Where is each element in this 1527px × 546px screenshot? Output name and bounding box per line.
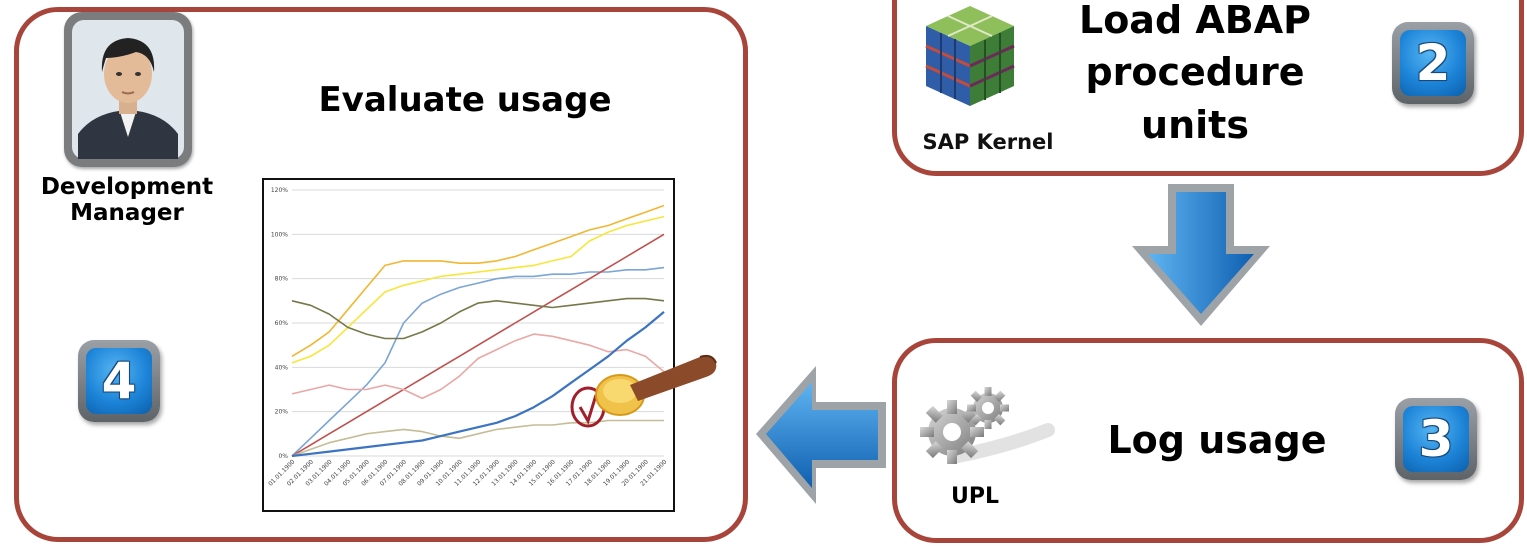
gears-icon xyxy=(920,387,1055,464)
y-tick-label: 60% xyxy=(275,320,289,327)
arrow-down-icon xyxy=(1132,184,1270,326)
person-photo-icon xyxy=(72,20,184,159)
development-manager-label: Development Manager xyxy=(40,174,214,227)
step-4-badge: 4 xyxy=(78,340,160,422)
y-tick-label: 0% xyxy=(278,453,288,460)
series-line-5 xyxy=(291,297,665,340)
step-3-badge: 3 xyxy=(1395,398,1477,480)
y-tick-label: 120% xyxy=(271,187,288,194)
evaluate-usage-title: Evaluate usage xyxy=(318,80,612,120)
step-2-badge: 2 xyxy=(1392,22,1474,104)
arrow-left-icon xyxy=(756,366,886,504)
series-line-8 xyxy=(291,311,665,458)
step-3-number: 3 xyxy=(1403,406,1469,472)
series-line-1 xyxy=(291,204,665,357)
y-tick-label: 20% xyxy=(275,409,289,416)
sap-kernel-cube-icon xyxy=(925,6,1015,106)
series-line-7 xyxy=(291,419,664,457)
series-line-6 xyxy=(291,333,665,400)
step-2-number: 2 xyxy=(1400,30,1466,96)
development-manager-avatar xyxy=(64,12,192,167)
upl-label: UPL xyxy=(950,484,999,509)
load-abap-title: Load ABAP procedure units xyxy=(1078,0,1312,147)
y-tick-label: 40% xyxy=(275,364,289,371)
log-usage-title: Log usage xyxy=(1107,418,1327,462)
series-line-2 xyxy=(291,215,665,364)
usage-line-chart: 0%20%40%60%80%100%120%01.01.190002.01.19… xyxy=(267,187,668,488)
y-tick-label: 100% xyxy=(271,231,288,238)
approval-stamp-icon xyxy=(570,354,717,428)
step-4-number: 4 xyxy=(86,348,152,414)
series-line-4 xyxy=(291,233,665,457)
sap-kernel-label: SAP Kernel xyxy=(922,130,1054,154)
y-tick-label: 80% xyxy=(275,276,289,283)
